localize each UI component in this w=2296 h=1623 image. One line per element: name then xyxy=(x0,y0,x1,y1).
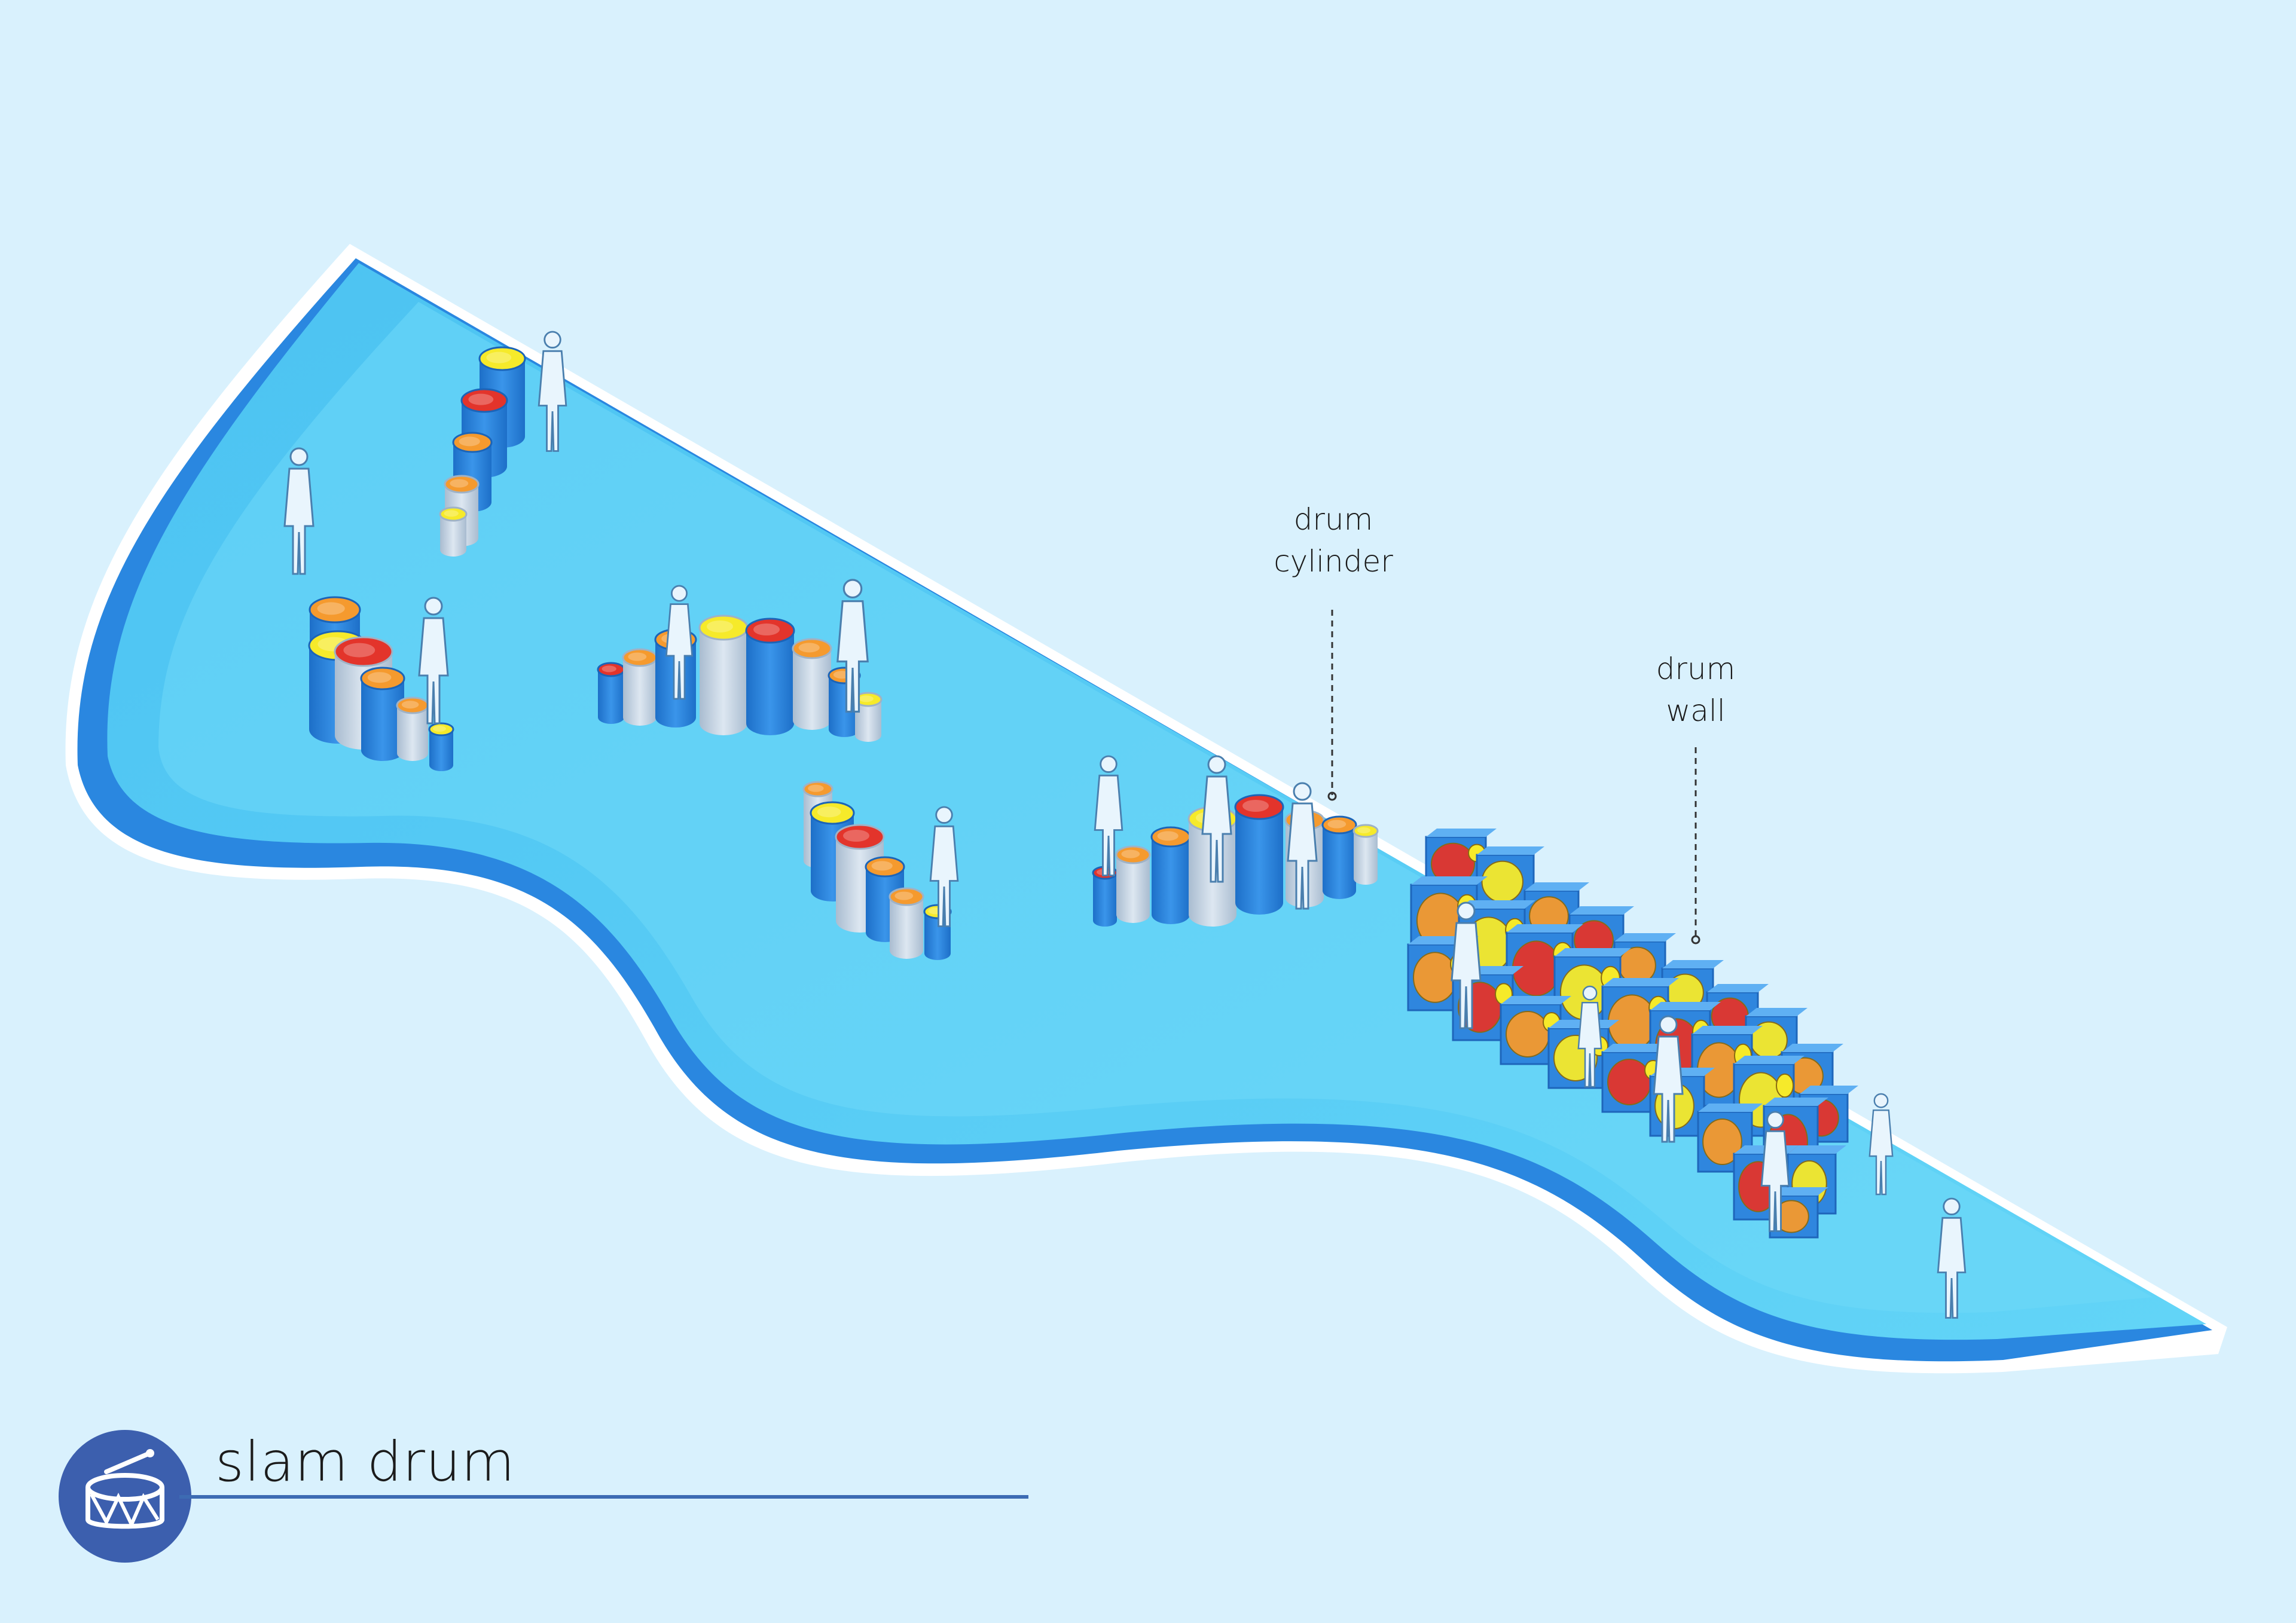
drum-cylinder xyxy=(360,667,405,761)
person-silhouette xyxy=(665,585,694,700)
drum-cylinder xyxy=(889,887,924,959)
person-silhouette xyxy=(1094,755,1123,876)
drum-cylinder xyxy=(439,506,468,557)
person-silhouette xyxy=(283,447,315,575)
drum-cylinder xyxy=(1234,794,1284,915)
leader-dot-drum-cylinder xyxy=(1327,791,1337,801)
drum-cylinder xyxy=(1150,826,1191,924)
drum-cylinder xyxy=(698,615,749,735)
person-silhouette xyxy=(1577,985,1602,1088)
drum-cylinder-group xyxy=(802,781,952,960)
footer-underline xyxy=(179,1495,1028,1499)
person-silhouette xyxy=(418,597,449,725)
person-silhouette xyxy=(836,579,869,713)
person-silhouette xyxy=(538,331,567,452)
drum-wall xyxy=(1407,829,1858,1239)
drum-cylinder-group xyxy=(308,596,454,771)
drum-cylinder xyxy=(792,638,832,730)
drum-cylinder xyxy=(1321,815,1357,899)
leader-dot-drum-wall xyxy=(1691,935,1700,945)
label-drum-cylinder: drum cylinder xyxy=(1274,502,1393,579)
drum-cylinder xyxy=(396,696,429,761)
drum-cylinder xyxy=(745,618,795,735)
footer-title: slam drum xyxy=(215,1430,515,1494)
drum-cylinder xyxy=(854,692,883,742)
drum-cylinder-groups xyxy=(308,346,1379,960)
person-silhouette xyxy=(929,806,959,927)
label-drum-wall: drum wall xyxy=(1656,652,1736,728)
drum-cylinder xyxy=(1352,824,1379,885)
drum-cylinder xyxy=(622,648,658,726)
person-silhouette xyxy=(1287,782,1318,910)
drum-cylinder xyxy=(597,662,625,724)
person-silhouette xyxy=(1937,1197,1967,1319)
person-silhouette xyxy=(1201,755,1232,883)
person-silhouette xyxy=(1451,901,1482,1029)
drum-cylinder xyxy=(1115,845,1151,923)
person-silhouette xyxy=(1760,1111,1790,1232)
drum-cylinder-group xyxy=(439,346,526,557)
drum-cylinder-group xyxy=(597,615,883,742)
people-silhouettes xyxy=(283,331,1967,1319)
drum-cylinder-group xyxy=(1092,794,1379,927)
drum-icon xyxy=(59,1430,191,1563)
person-silhouette xyxy=(1868,1093,1894,1196)
drum-cylinder xyxy=(428,722,454,771)
person-silhouette xyxy=(1653,1015,1684,1143)
